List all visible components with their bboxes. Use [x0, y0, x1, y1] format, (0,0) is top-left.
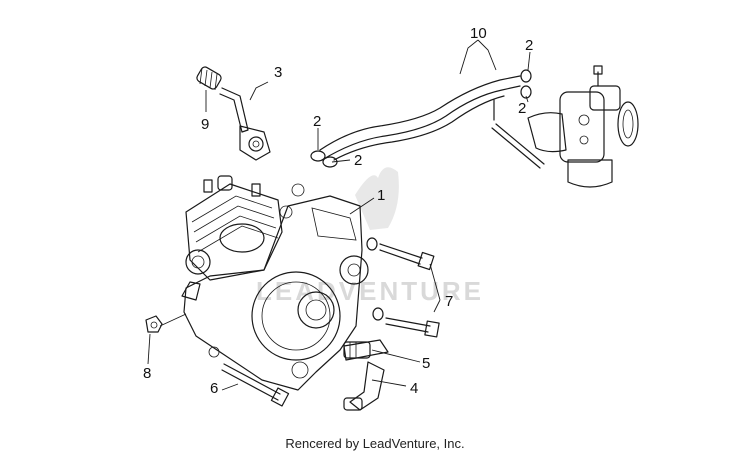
callout-7: 7	[445, 293, 453, 310]
hose-clamps-part-2	[310, 69, 532, 168]
kick-lever-part-3	[196, 66, 271, 161]
bolt-part-6	[221, 363, 290, 407]
callout-2-top: 2	[525, 37, 533, 54]
callout-6: 6	[210, 380, 218, 397]
callout-2-hose-lower: 2	[354, 152, 362, 169]
watermark-text: LEADVENTURE	[256, 276, 484, 306]
engine-crankcase	[181, 183, 389, 391]
callout-5: 5	[422, 355, 430, 372]
lever-part-4	[343, 361, 385, 411]
callout-3: 3	[274, 64, 282, 81]
bolts-part-7	[366, 237, 440, 338]
callout-10: 10	[470, 25, 487, 42]
callout-8: 8	[143, 365, 151, 382]
nut-part-8	[145, 315, 163, 333]
leader-lines	[147, 39, 531, 391]
carburetor	[491, 65, 639, 188]
callout-4: 4	[410, 380, 418, 397]
fuel-hoses-part-10	[319, 75, 521, 161]
shaft-part-5	[343, 341, 371, 359]
callout-2-carb: 2	[518, 100, 526, 117]
callout-9: 9	[201, 116, 209, 133]
callout-2-hose-upper: 2	[313, 113, 321, 130]
callout-1: 1	[377, 187, 385, 204]
watermark: LEADVENTURE	[256, 167, 484, 306]
credit-line: Rencered by LeadVenture, Inc.	[285, 436, 465, 451]
callout-labels: 3 9 10 2 2 2 2 1 7 5 4 6 8	[143, 25, 533, 397]
engine-cylinder	[185, 175, 283, 281]
